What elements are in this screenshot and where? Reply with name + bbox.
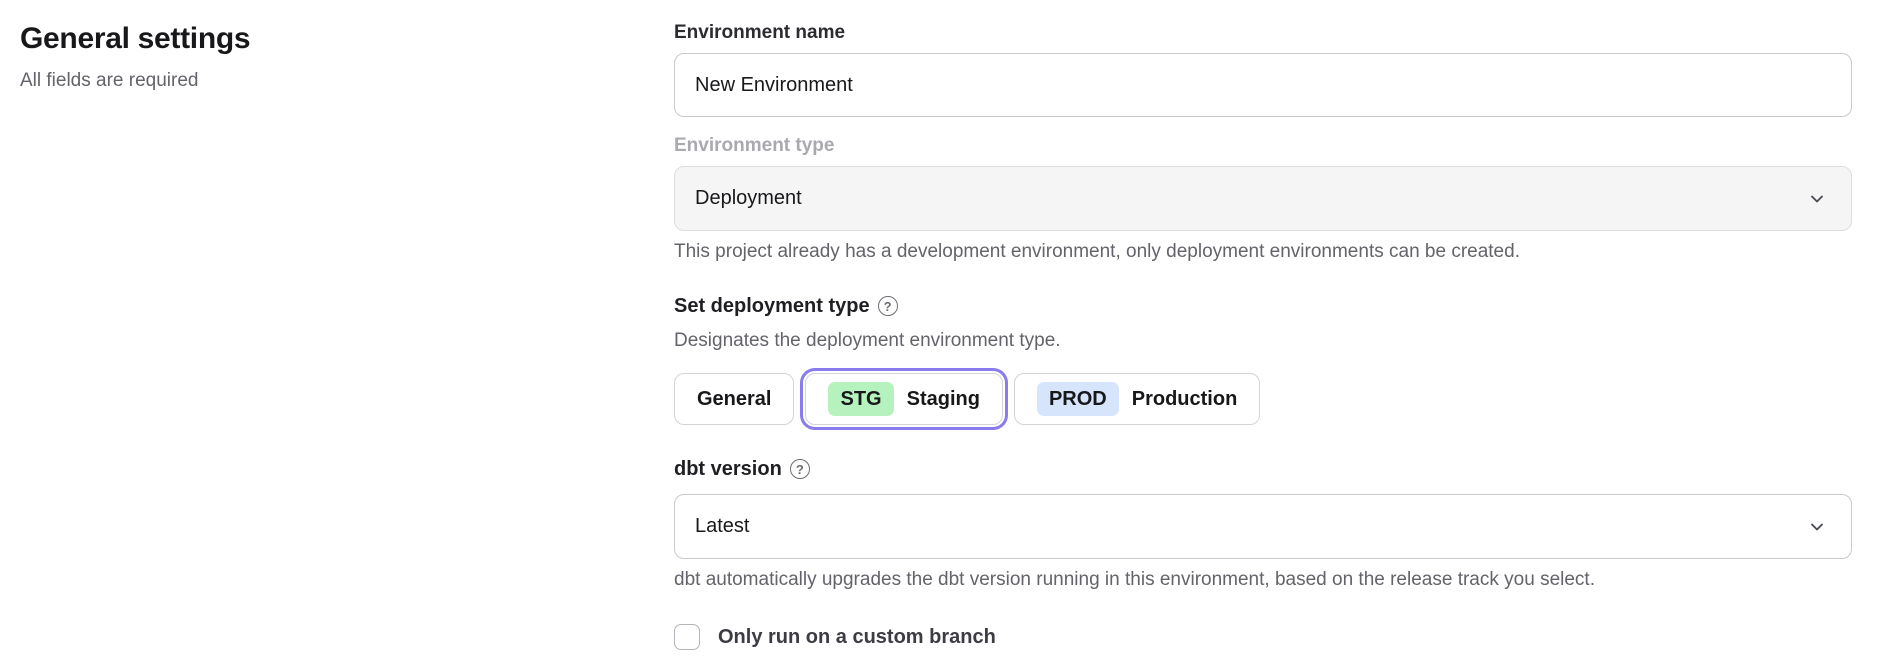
environment-name-value: New Environment bbox=[695, 73, 853, 96]
deployment-type-option-staging[interactable]: STG Staging bbox=[800, 368, 1008, 430]
settings-form: Environment name New Environment Environ… bbox=[674, 20, 1852, 650]
custom-branch-checkbox[interactable] bbox=[674, 624, 700, 650]
dbt-version-select[interactable]: Latest bbox=[674, 494, 1852, 559]
custom-branch-label[interactable]: Only run on a custom branch bbox=[718, 625, 996, 648]
production-badge: PROD bbox=[1036, 382, 1119, 416]
dbt-version-label-text: dbt version bbox=[674, 458, 782, 480]
dbt-version-label: dbt version ? bbox=[674, 458, 1852, 480]
environment-name-input[interactable]: New Environment bbox=[674, 53, 1852, 117]
deployment-type-label: Set deployment type ? bbox=[674, 295, 1852, 317]
option-label: Production bbox=[1131, 387, 1238, 410]
option-label: Staging bbox=[906, 387, 980, 410]
deployment-type-options: General STG Staging PROD Production bbox=[674, 368, 1852, 430]
environment-type-label: Environment type bbox=[674, 135, 835, 156]
page-title: General settings bbox=[20, 22, 251, 55]
deployment-type-option-general[interactable]: General bbox=[674, 373, 795, 425]
custom-branch-row: Only run on a custom branch bbox=[674, 624, 1852, 650]
help-question-icon[interactable]: ? bbox=[789, 459, 810, 479]
deployment-type-option-production[interactable]: PROD Production bbox=[1013, 373, 1261, 425]
staging-badge: STG bbox=[828, 382, 894, 416]
option-label: General bbox=[697, 387, 772, 410]
environment-type-helper: This project already has a development e… bbox=[674, 241, 1520, 262]
environment-type-value: Deployment bbox=[695, 187, 802, 209]
dbt-version-helper: dbt automatically upgrades the dbt versi… bbox=[674, 569, 1595, 590]
chevron-down-icon bbox=[1811, 195, 1823, 202]
help-question-icon[interactable]: ? bbox=[877, 296, 898, 316]
page-subtitle: All fields are required bbox=[20, 70, 199, 91]
environment-name-label: Environment name bbox=[674, 22, 846, 43]
deployment-type-label-text: Set deployment type bbox=[674, 295, 870, 317]
environment-type-select: Deployment bbox=[674, 166, 1852, 231]
dbt-version-value: Latest bbox=[695, 515, 750, 537]
deployment-type-description: Designates the deployment environment ty… bbox=[674, 330, 1061, 351]
section-intro: General settings All fields are required bbox=[20, 20, 674, 650]
chevron-down-icon bbox=[1811, 523, 1823, 530]
